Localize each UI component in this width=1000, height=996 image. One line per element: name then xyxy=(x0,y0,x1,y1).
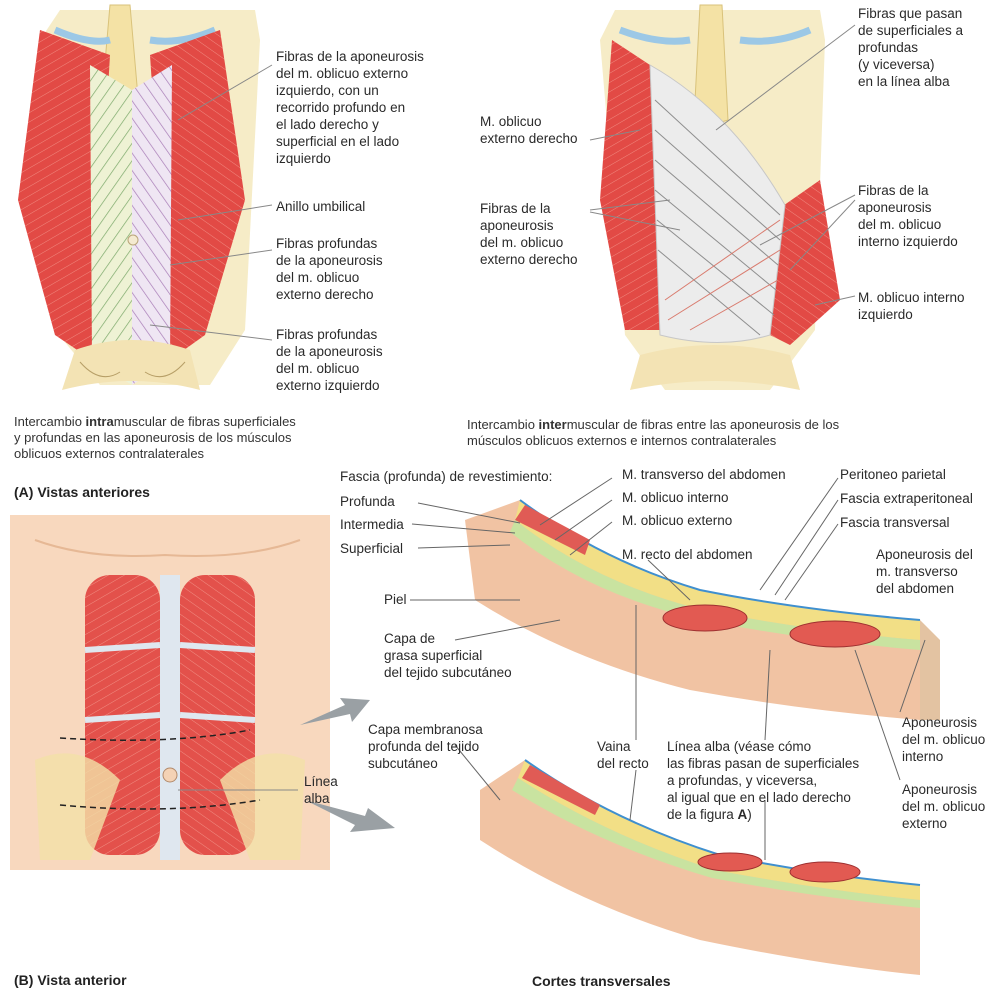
label-fascia-superficial: Superficial xyxy=(340,540,403,557)
label-fibras-profundas-derecho: Fibras profundas de la aponeurosis del m… xyxy=(276,235,383,303)
label-oblicuo-interno-izquierdo: M. oblicuo interno izquierdo xyxy=(858,289,965,323)
label-fascia-profunda: Profunda xyxy=(340,493,395,510)
caption-intermuscular: Intercambio intermuscular de fibras entr… xyxy=(467,417,839,449)
abdomen-anterior-illustration xyxy=(10,515,330,870)
label-aponeurosis-externo: Aponeurosis del m. oblicuo externo xyxy=(902,781,985,832)
cross-section-upper xyxy=(465,500,940,720)
label-peritoneo-parietal: Peritoneo parietal xyxy=(840,466,946,483)
label-vaina-recto: Vaina del recto xyxy=(597,738,649,772)
label-linea-alba-b: Línea alba xyxy=(304,773,338,807)
caption-intramuscular: Intercambio intramuscular de fibras supe… xyxy=(14,414,296,462)
label-aponeurosis-transverso: Aponeurosis del m. transverso del abdome… xyxy=(876,546,973,597)
label-oblicuo-externo-derecho: M. oblicuo externo derecho xyxy=(480,113,578,147)
label-fibras-interno-izquierdo: Fibras de la aponeurosis del m. oblicuo … xyxy=(858,182,958,250)
label-oblicuo-interno: M. oblicuo interno xyxy=(622,489,729,506)
label-fascia-revestimiento: Fascia (profunda) de revestimiento: xyxy=(340,468,552,485)
label-fibras-profundas-izquierdo: Fibras profundas de la aponeurosis del m… xyxy=(276,326,383,394)
heading-vista-anterior: (B) Vista anterior xyxy=(14,972,127,988)
label-fascia-transversal: Fascia transversal xyxy=(840,514,950,531)
label-piel: Piel xyxy=(384,591,407,608)
label-fibras-aponeurosis-izquierdo: Fibras de la aponeurosis del m. oblicuo … xyxy=(276,48,424,167)
label-aponeurosis-interno: Aponeurosis del m. oblicuo interno xyxy=(902,714,985,765)
label-fibras-externo-derecho: Fibras de la aponeurosis del m. oblicuo … xyxy=(480,200,578,268)
label-fibras-linea-alba: Fibras que pasan de superficiales a prof… xyxy=(858,5,963,90)
heading-vistas-anteriores: (A) Vistas anteriores xyxy=(14,484,150,500)
heading-cortes-transversales: Cortes transversales xyxy=(532,973,671,989)
label-capa-grasa: Capa de grasa superficial del tejido sub… xyxy=(384,630,512,681)
label-anillo-umbilical: Anillo umbilical xyxy=(276,198,365,215)
label-transverso-abdomen: M. transverso del abdomen xyxy=(622,466,786,483)
label-fascia-intermedia: Intermedia xyxy=(340,516,404,533)
torso-right-illustration xyxy=(600,5,840,390)
label-oblicuo-externo: M. oblicuo externo xyxy=(622,512,732,529)
torso-left-illustration xyxy=(18,5,260,390)
label-fascia-extraperitoneal: Fascia extraperitoneal xyxy=(840,490,973,507)
label-recto-abdomen: M. recto del abdomen xyxy=(622,546,753,563)
label-linea-alba-note: Línea alba (véase cómo las fibras pasan … xyxy=(667,738,859,823)
label-capa-membranosa: Capa membranosa profunda del tejido subc… xyxy=(368,721,483,772)
